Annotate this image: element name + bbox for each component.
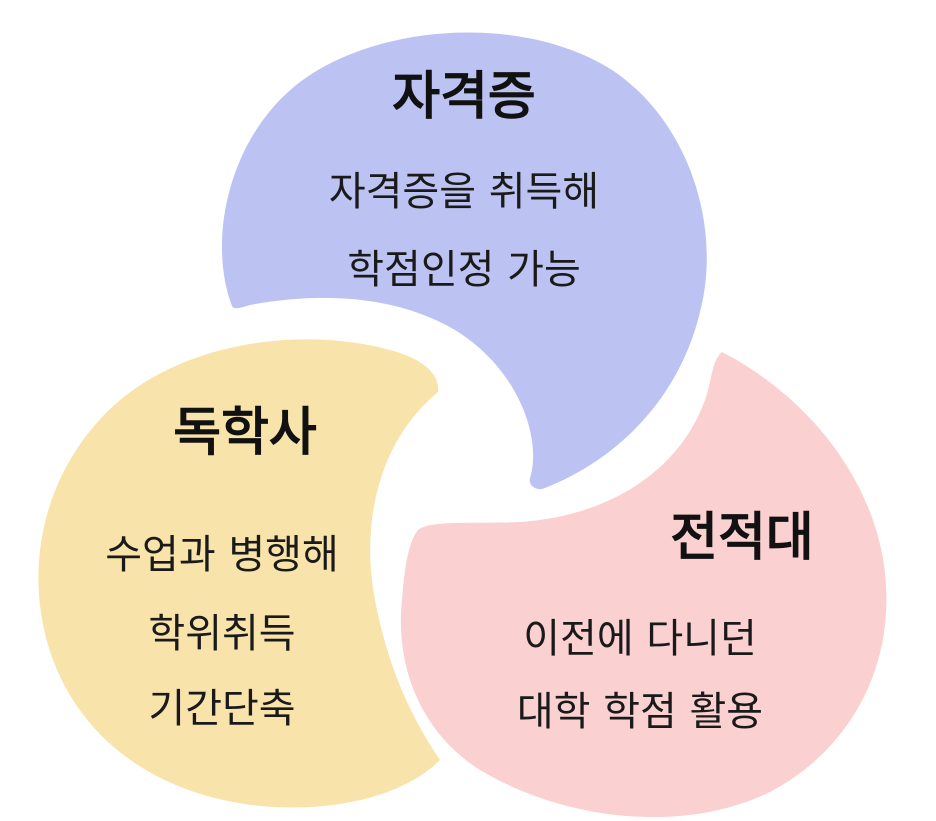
certificate-blob [221, 32, 707, 490]
prior-school-blob [400, 352, 887, 818]
self-study-title: 독학사 [173, 403, 317, 463]
prior-school-line-1: 이전에 다니던 [523, 616, 757, 662]
certificate-title: 자격증 [392, 67, 536, 127]
self-study-line-1: 수업과 병행해 [105, 532, 339, 578]
segment-self-study: 독학사 수업과 병행해 학위취득 기간단축 [38, 339, 440, 808]
self-study-blob [38, 339, 440, 808]
prior-school-title: 전적대 [670, 508, 814, 568]
self-study-line-3: 기간단축 [148, 686, 295, 732]
certificate-line-2: 학점인정 가능 [347, 247, 581, 293]
segment-certificate: 자격증 자격증을 취득해 학점인정 가능 [221, 32, 707, 490]
certificate-line-1: 자격증을 취득해 [329, 169, 599, 215]
prior-school-line-2: 대학 학점 활용 [517, 689, 763, 735]
self-study-line-2: 학위취득 [148, 611, 295, 657]
segment-prior-school: 전적대 이전에 다니던 대학 학점 활용 [400, 352, 887, 818]
